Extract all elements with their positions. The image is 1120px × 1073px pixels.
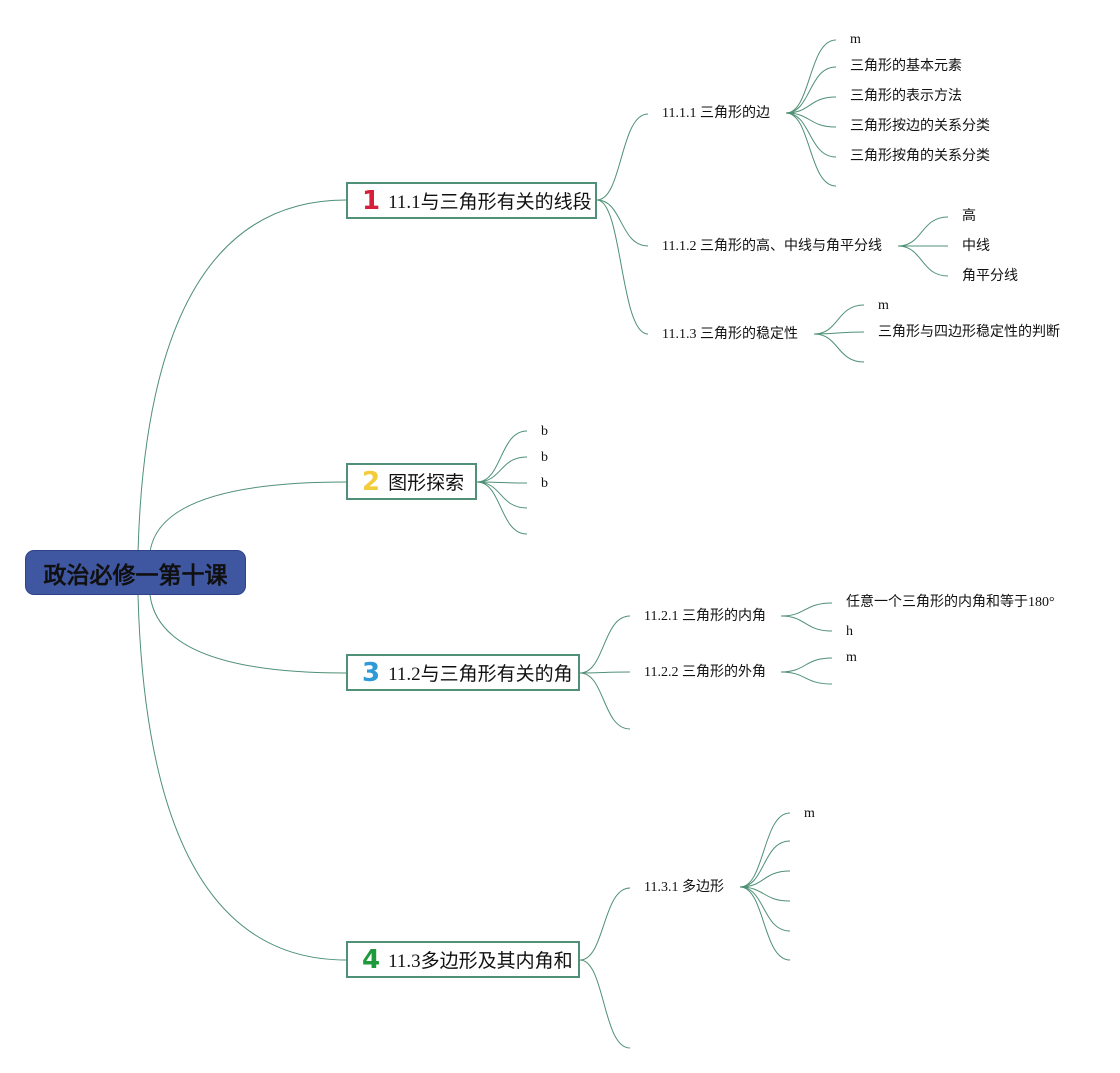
edge-sub-1-3-leaf-1 [813, 304, 865, 335]
branch-label-1: 11.1与三角形有关的线段 [388, 192, 592, 213]
edge-branch-4-sub-2 [579, 959, 631, 1049]
leaf-3-1-2[interactable]: h [846, 624, 853, 639]
edge-branch-2-leaf-5 [476, 481, 528, 535]
subtopic-3-2[interactable]: 11.2.2 三角形的外角 [644, 665, 766, 680]
subtopic-1-3[interactable]: 11.1.3 三角形的稳定性 [662, 327, 798, 342]
leaf-2-1[interactable]: b [541, 424, 548, 439]
edge-sub-4-1-leaf-3 [739, 870, 791, 888]
edge-sub-3-2-leaf-1 [780, 657, 833, 673]
leaf-4-1-1[interactable]: m [804, 806, 815, 821]
leaf-1-3-1[interactable]: m [878, 298, 889, 313]
edge-sub-3-1-leaf-2 [780, 615, 833, 632]
branch-number-1: 1 [362, 185, 381, 216]
leaf-1-3-2[interactable]: 三角形与四边形稳定性的判断 [878, 325, 1060, 340]
edge-root-branch-4 [137, 594, 347, 961]
branch-number-4: 4 [362, 944, 381, 975]
leaf-1-2-2[interactable]: 中线 [962, 239, 990, 254]
leaf-1-2-3[interactable]: 角平分线 [962, 269, 1018, 284]
edge-sub-1-1-leaf-4 [785, 112, 837, 128]
edge-branch-3-sub-3 [579, 672, 631, 730]
edge-sub-4-1-leaf-5 [739, 886, 791, 932]
edge-sub-1-3-leaf-3 [813, 333, 865, 363]
subtopic-4-1[interactable]: 11.3.1 多边形 [644, 880, 724, 895]
edge-branch-1-sub-3 [596, 199, 649, 335]
root-topic[interactable]: 政治必修一第十课 [25, 550, 246, 595]
edge-sub-4-1-leaf-6 [739, 886, 791, 961]
branch-topic-1[interactable]: 1 11.1与三角形有关的线段 [346, 182, 597, 219]
edge-branch-3-sub-2 [579, 671, 631, 674]
leaf-2-3[interactable]: b [541, 476, 548, 491]
edge-sub-3-1-leaf-1 [780, 602, 833, 617]
subtopic-3-1[interactable]: 11.2.1 三角形的内角 [644, 609, 766, 624]
edge-root-branch-3 [149, 594, 347, 674]
edge-sub-4-1-leaf-2 [739, 840, 791, 888]
leaf-1-1-3[interactable]: 三角形的表示方法 [850, 89, 962, 104]
edge-sub-3-2-leaf-2 [780, 671, 833, 685]
branch-label-3: 11.2与三角形有关的角 [388, 664, 573, 685]
edge-branch-4-sub-1 [579, 887, 631, 961]
leaf-2-2[interactable]: b [541, 450, 548, 465]
edge-sub-1-3-leaf-2 [813, 331, 865, 335]
branch-number-3: 3 [362, 657, 381, 688]
edge-sub-1-1-leaf-3 [785, 96, 837, 114]
branch-topic-4[interactable]: 4 11.3多边形及其内角和 [346, 941, 580, 978]
edge-sub-4-1-leaf-4 [739, 886, 791, 902]
branch-topic-2[interactable]: 2 图形探索 [346, 463, 477, 500]
edge-branch-2-leaf-1 [476, 430, 528, 483]
edge-root-branch-2 [149, 481, 347, 553]
root-topic-label: 政治必修一第十课 [43, 562, 228, 589]
edge-branch-2-leaf-2 [476, 456, 528, 483]
edge-sub-1-1-leaf-2 [785, 66, 837, 114]
edge-branch-3-sub-1 [579, 615, 631, 674]
subtopic-1-2[interactable]: 11.1.2 三角形的高、中线与角平分线 [662, 239, 882, 254]
edge-sub-4-1-leaf-1 [739, 812, 791, 888]
leaf-3-2-1[interactable]: m [846, 650, 857, 665]
branch-topic-3[interactable]: 3 11.2与三角形有关的角 [346, 654, 580, 691]
branch-label-4: 11.3多边形及其内角和 [388, 951, 573, 972]
edge-sub-1-2-leaf-3 [897, 245, 949, 277]
edge-sub-1-1-leaf-1 [785, 39, 837, 114]
edge-sub-1-1-leaf-5 [785, 112, 837, 158]
edge-branch-1-sub-1 [596, 113, 649, 201]
edge-root-branch-1 [137, 199, 347, 553]
leaf-1-1-2[interactable]: 三角形的基本元素 [850, 59, 962, 74]
branch-number-2: 2 [362, 466, 381, 497]
leaf-1-1-4[interactable]: 三角形按边的关系分类 [850, 119, 990, 134]
edge-sub-1-2-leaf-1 [897, 216, 949, 247]
leaf-3-1-1[interactable]: 任意一个三角形的内角和等于180° [846, 595, 1055, 610]
leaf-1-1-1[interactable]: m [850, 32, 861, 47]
edge-sub-1-1-leaf-6 [785, 112, 837, 187]
leaf-1-1-5[interactable]: 三角形按角的关系分类 [850, 149, 990, 164]
leaf-1-2-1[interactable]: 高 [962, 209, 976, 224]
edge-branch-2-leaf-4 [476, 481, 528, 509]
edge-branch-1-sub-2 [596, 199, 649, 247]
subtopic-1-1[interactable]: 11.1.1 三角形的边 [662, 106, 770, 121]
branch-label-2: 图形探索 [388, 473, 465, 494]
